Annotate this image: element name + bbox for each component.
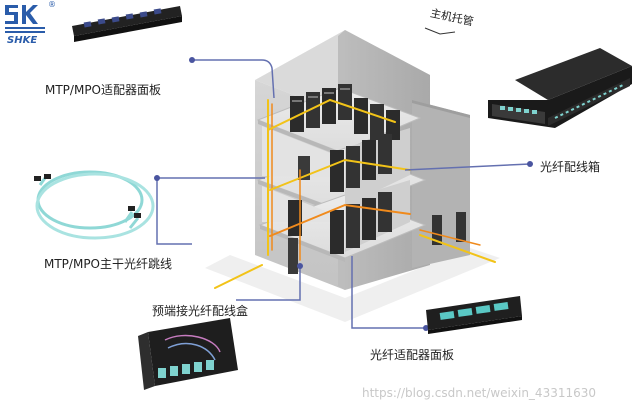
callout-adapter-panel: MTP/MPO适配器面板 [45,83,161,97]
callout-preterminated-box: 预端接光纤配线盒 [152,304,249,318]
racks-middle [298,134,392,192]
leader-dots [154,57,533,331]
fiber-adapter-panel-image [426,296,522,334]
mtp-connector-icons [34,174,141,218]
fiber-patch-box-image [488,48,632,128]
mtp-adapter-panel-image [72,6,182,42]
racks-upper [290,84,400,140]
brand-logo-icon [5,5,45,33]
watermark-url: https://blog.csdn.net/weixin_43311630 [362,386,597,400]
preterminated-box-image [138,318,238,390]
registered-mark: ® [48,0,56,9]
brand-name: SHKE [7,35,38,46]
leader-lines [156,59,531,329]
header-pointer-icon [424,27,456,35]
callout-patch-box: 光纤配线箱 [540,160,601,174]
fiber-trunking [214,98,496,289]
callout-trunk-cable: MTP/MPO主干光纤跳线 [44,257,172,271]
callout-fiber-adapter-panel: 光纤适配器面板 [370,348,455,362]
mtp-trunk-cable-image [35,170,155,240]
